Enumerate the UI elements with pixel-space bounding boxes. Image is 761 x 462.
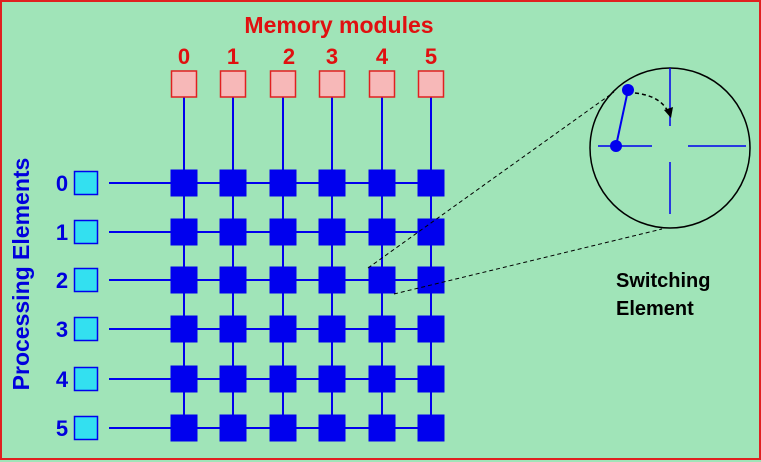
switching-element-zoom bbox=[589, 67, 751, 229]
switch-node-r5-c2 bbox=[269, 414, 297, 442]
pe-label-2: 2 bbox=[56, 268, 68, 293]
memory-module-3 bbox=[318, 70, 346, 98]
switch-node-r5-c3 bbox=[318, 414, 346, 442]
pe-label-4: 4 bbox=[56, 367, 69, 392]
memory-label-3: 3 bbox=[326, 44, 338, 69]
memory-label-5: 5 bbox=[425, 44, 437, 69]
switch-node-r2-c4 bbox=[368, 266, 396, 294]
switch-node-r1-c2 bbox=[269, 218, 297, 246]
zoom-line-bottom bbox=[393, 228, 663, 295]
processing-element-3 bbox=[73, 316, 99, 342]
processing-element-1 bbox=[73, 219, 99, 245]
switch-lever bbox=[615, 89, 629, 147]
switch-node-r2-c1 bbox=[219, 266, 247, 294]
processing-element-2 bbox=[73, 267, 99, 293]
memory-module-4 bbox=[368, 70, 396, 98]
switch-node-r3-c0 bbox=[170, 315, 198, 343]
switch-node-r1-c1 bbox=[219, 218, 247, 246]
switching-element-caption-line2: Element bbox=[616, 298, 694, 320]
processing-elements: 0 1 2 3 4 5 bbox=[56, 170, 99, 441]
switch-node-r4-c5 bbox=[417, 365, 445, 393]
memory-module-0 bbox=[170, 70, 198, 98]
switch-node-r1-c0 bbox=[170, 218, 198, 246]
switch-rotation-arrowhead bbox=[664, 107, 673, 118]
memory-label-1: 1 bbox=[227, 44, 239, 69]
switch-node-r3-c1 bbox=[219, 315, 247, 343]
switch-node-r0-c4 bbox=[368, 169, 396, 197]
switch-node-r2-c0 bbox=[170, 266, 198, 294]
memory-module-2 bbox=[269, 70, 297, 98]
switch-nodes bbox=[170, 169, 445, 442]
switch-node-r5-c0 bbox=[170, 414, 198, 442]
zoom-line-top bbox=[367, 91, 615, 269]
memory-modules-title: Memory modules bbox=[244, 12, 433, 38]
switch-rotation-arc bbox=[634, 92, 670, 115]
switch-node-r2-c2 bbox=[269, 266, 297, 294]
switch-node-r0-c3 bbox=[318, 169, 346, 197]
switch-node-r3-c3 bbox=[318, 315, 346, 343]
switch-node-r4-c4 bbox=[368, 365, 396, 393]
pe-label-0: 0 bbox=[56, 171, 68, 196]
switch-node-r3-c2 bbox=[269, 315, 297, 343]
switching-element-caption-line1: Switching bbox=[616, 270, 710, 292]
switch-node-r5-c1 bbox=[219, 414, 247, 442]
memory-module-5 bbox=[417, 70, 445, 98]
switch-node-r3-c4 bbox=[368, 315, 396, 343]
memory-module-1 bbox=[219, 70, 247, 98]
switch-node-r5-c4 bbox=[368, 414, 396, 442]
switch-node-r1-c4 bbox=[368, 218, 396, 246]
switch-node-r4-c2 bbox=[269, 365, 297, 393]
switch-node-r4-c1 bbox=[219, 365, 247, 393]
pe-label-5: 5 bbox=[56, 416, 68, 441]
memory-label-0: 0 bbox=[178, 44, 190, 69]
switch-pivot bbox=[610, 140, 622, 152]
memory-label-4: 4 bbox=[376, 44, 389, 69]
switch-node-r2-c5 bbox=[417, 266, 445, 294]
switch-node-r0-c2 bbox=[269, 169, 297, 197]
switch-node-r0-c0 bbox=[170, 169, 198, 197]
switch-node-r5-c5 bbox=[417, 414, 445, 442]
switch-node-r4-c0 bbox=[170, 365, 198, 393]
processing-element-0 bbox=[73, 170, 99, 196]
switch-node-r4-c3 bbox=[318, 365, 346, 393]
processing-elements-label: Processing Elements bbox=[8, 158, 34, 391]
processing-element-4 bbox=[73, 366, 99, 392]
pe-label-3: 3 bbox=[56, 317, 68, 342]
switch-node-r1-c3 bbox=[318, 218, 346, 246]
switch-node-r0-c1 bbox=[219, 169, 247, 197]
switch-node-r2-c3 bbox=[318, 266, 346, 294]
memory-modules: 0 1 2 3 4 5 bbox=[170, 44, 445, 98]
memory-label-2: 2 bbox=[283, 44, 295, 69]
switch-node-r0-c5 bbox=[417, 169, 445, 197]
processing-element-5 bbox=[73, 415, 99, 441]
switch-node-r3-c5 bbox=[417, 315, 445, 343]
switch-lever-tip bbox=[622, 84, 634, 96]
pe-label-1: 1 bbox=[56, 220, 68, 245]
